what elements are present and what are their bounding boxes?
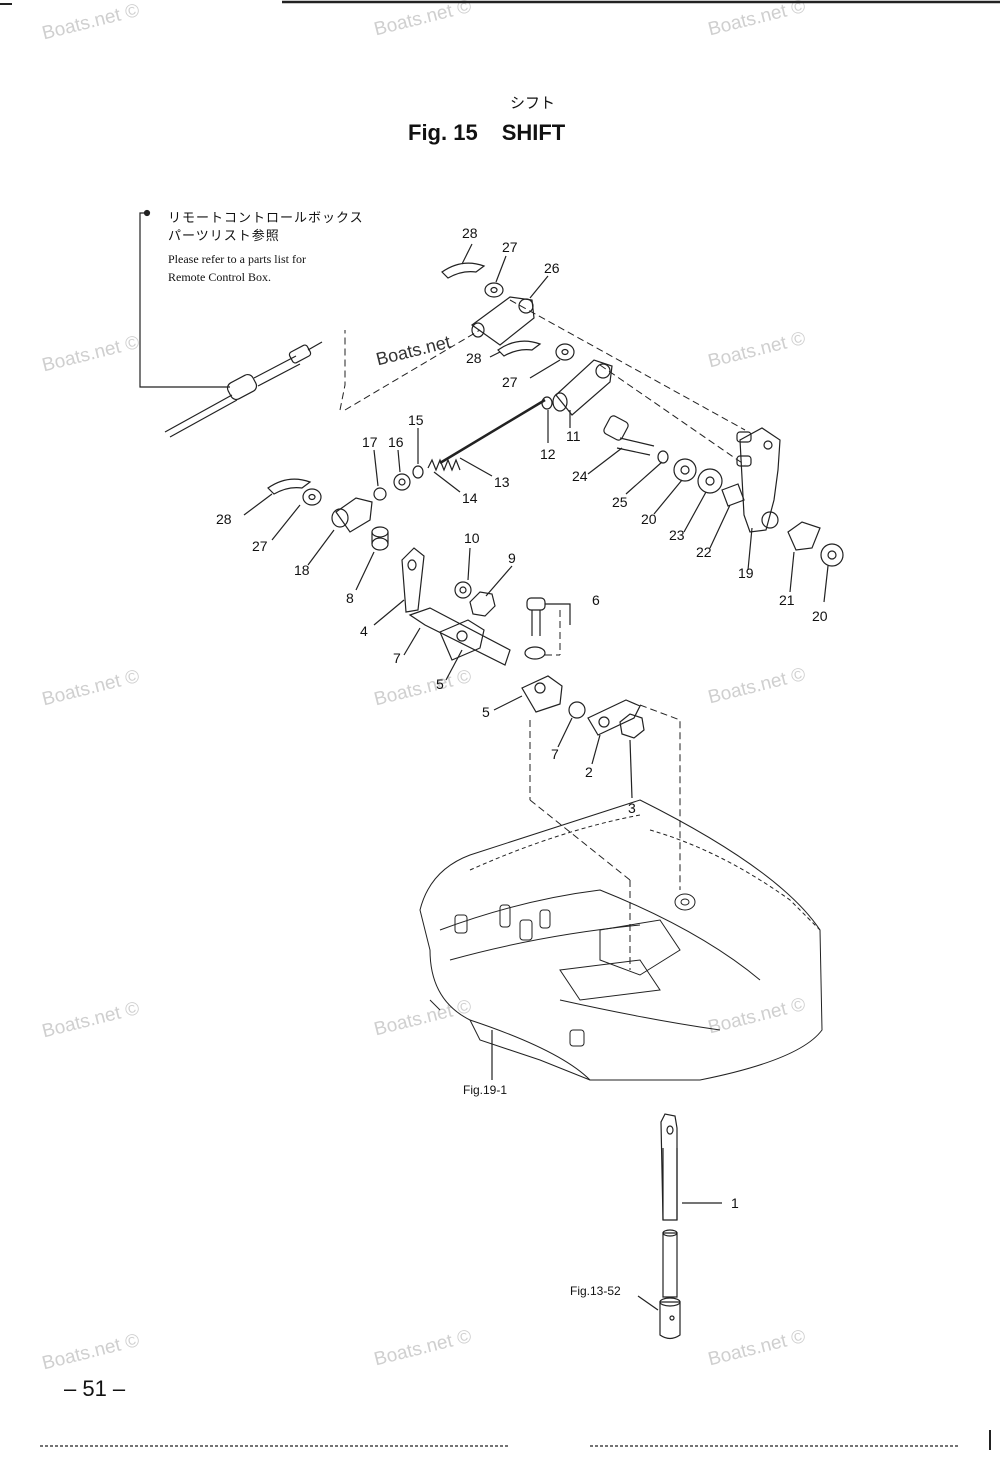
part-number-1: 1 — [731, 1195, 739, 1211]
part-number-24: 24 — [572, 468, 588, 484]
part-number-6: 6 — [592, 592, 600, 608]
remote-cable — [164, 341, 323, 438]
note-japanese-line2: パーツリスト参照 — [168, 228, 280, 243]
note-english-line1: Please refer to a parts list for — [168, 252, 306, 266]
part-number-18: 18 — [294, 562, 310, 578]
part-number-17: 17 — [362, 434, 378, 450]
part-number-19: 19 — [738, 565, 754, 581]
part-number-26: 26 — [544, 260, 560, 276]
part-number-27: 27 — [252, 538, 268, 554]
note-english-line2: Remote Control Box. — [168, 270, 271, 284]
part-number-27: 27 — [502, 239, 518, 255]
part-number-20: 20 — [812, 608, 828, 624]
part-number-12: 12 — [540, 446, 556, 462]
figure-label: Fig. 15 — [408, 120, 478, 145]
part-number-13: 13 — [494, 474, 510, 490]
page-number: – 51 – — [64, 1376, 126, 1401]
part-number-14: 14 — [462, 490, 478, 506]
shift-rod-part-1 — [659, 1113, 681, 1340]
part-number-28: 28 — [462, 225, 478, 241]
part-number-20: 20 — [641, 511, 657, 527]
part-number-10: 10 — [464, 530, 480, 546]
part-number-8: 8 — [346, 590, 354, 606]
part-number-3: 3 — [628, 800, 636, 816]
part-number-2: 2 — [585, 764, 593, 780]
reference-fig-13-52: Fig.13-52 — [570, 1284, 621, 1298]
part-number-4: 4 — [360, 623, 368, 639]
part-number-28: 28 — [216, 511, 232, 527]
part-number-21: 21 — [779, 592, 795, 608]
part-number-22: 22 — [696, 544, 712, 560]
base-housing — [419, 799, 823, 1081]
part-number-15: 15 — [408, 412, 424, 428]
part-number-5: 5 — [482, 704, 490, 720]
part-number-11: 11 — [566, 428, 581, 444]
part-number-23: 23 — [669, 527, 685, 543]
part-number-16: 16 — [388, 434, 404, 450]
part-number-28: 28 — [466, 350, 482, 366]
part-number-25: 25 — [612, 494, 628, 510]
title-japanese: シフト — [510, 95, 556, 112]
figure-title: Fig. 15 SHIFT — [408, 120, 565, 146]
part-number-9: 9 — [508, 550, 516, 566]
figure-name: SHIFT — [501, 120, 566, 145]
part-number-7: 7 — [551, 746, 559, 762]
note-japanese-line1: リモートコントロールボックス — [168, 210, 364, 225]
reference-fig-19-1: Fig.19-1 — [463, 1083, 508, 1097]
part-number-7: 7 — [393, 650, 401, 666]
part-number-5: 5 — [436, 676, 444, 692]
part-number-27: 27 — [502, 374, 518, 390]
